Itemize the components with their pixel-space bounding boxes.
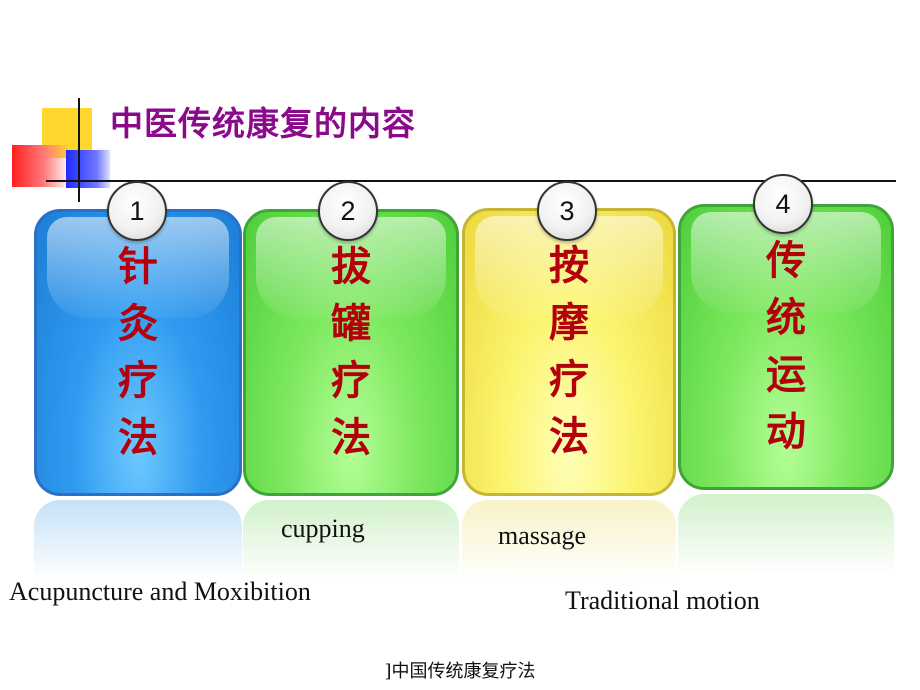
card-traditional-motion: 传统运动 (678, 204, 894, 490)
number-badge-1: 1 (107, 181, 167, 241)
card-label-traditional-motion: 传统运动 (766, 238, 806, 455)
card-label-acupuncture: 针灸疗法 (118, 243, 158, 461)
card-acupuncture: 针灸疗法 (34, 209, 242, 496)
card-reflection-3 (462, 500, 676, 580)
card-reflection-4 (678, 494, 894, 574)
card-label-cupping: 拔罐疗法 (331, 243, 371, 461)
card-reflection-1 (34, 500, 242, 580)
decorative-blue-square (66, 150, 110, 188)
decorative-vertical-rule (78, 98, 80, 202)
number-badge-3: 3 (537, 181, 597, 241)
english-caption-acupuncture: Acupuncture and Moxibition (9, 577, 311, 606)
number-badge-4: 4 (753, 174, 813, 234)
card-cupping: 拔罐疗法 (243, 209, 459, 496)
card-reflection-2 (243, 500, 459, 580)
english-caption-traditional-motion: Traditional motion (565, 586, 760, 615)
card-massage: 按摩疗法 (462, 208, 676, 496)
english-caption-cupping: cupping (281, 514, 365, 543)
slide-title: 中医传统康复的内容 (110, 104, 416, 143)
slide-footer: ]中国传统康复疗法 (384, 661, 536, 682)
card-label-massage: 按摩疗法 (549, 243, 589, 460)
number-badge-2: 2 (318, 181, 378, 241)
title-underline-rule (46, 180, 896, 182)
english-caption-massage: massage (498, 521, 587, 550)
